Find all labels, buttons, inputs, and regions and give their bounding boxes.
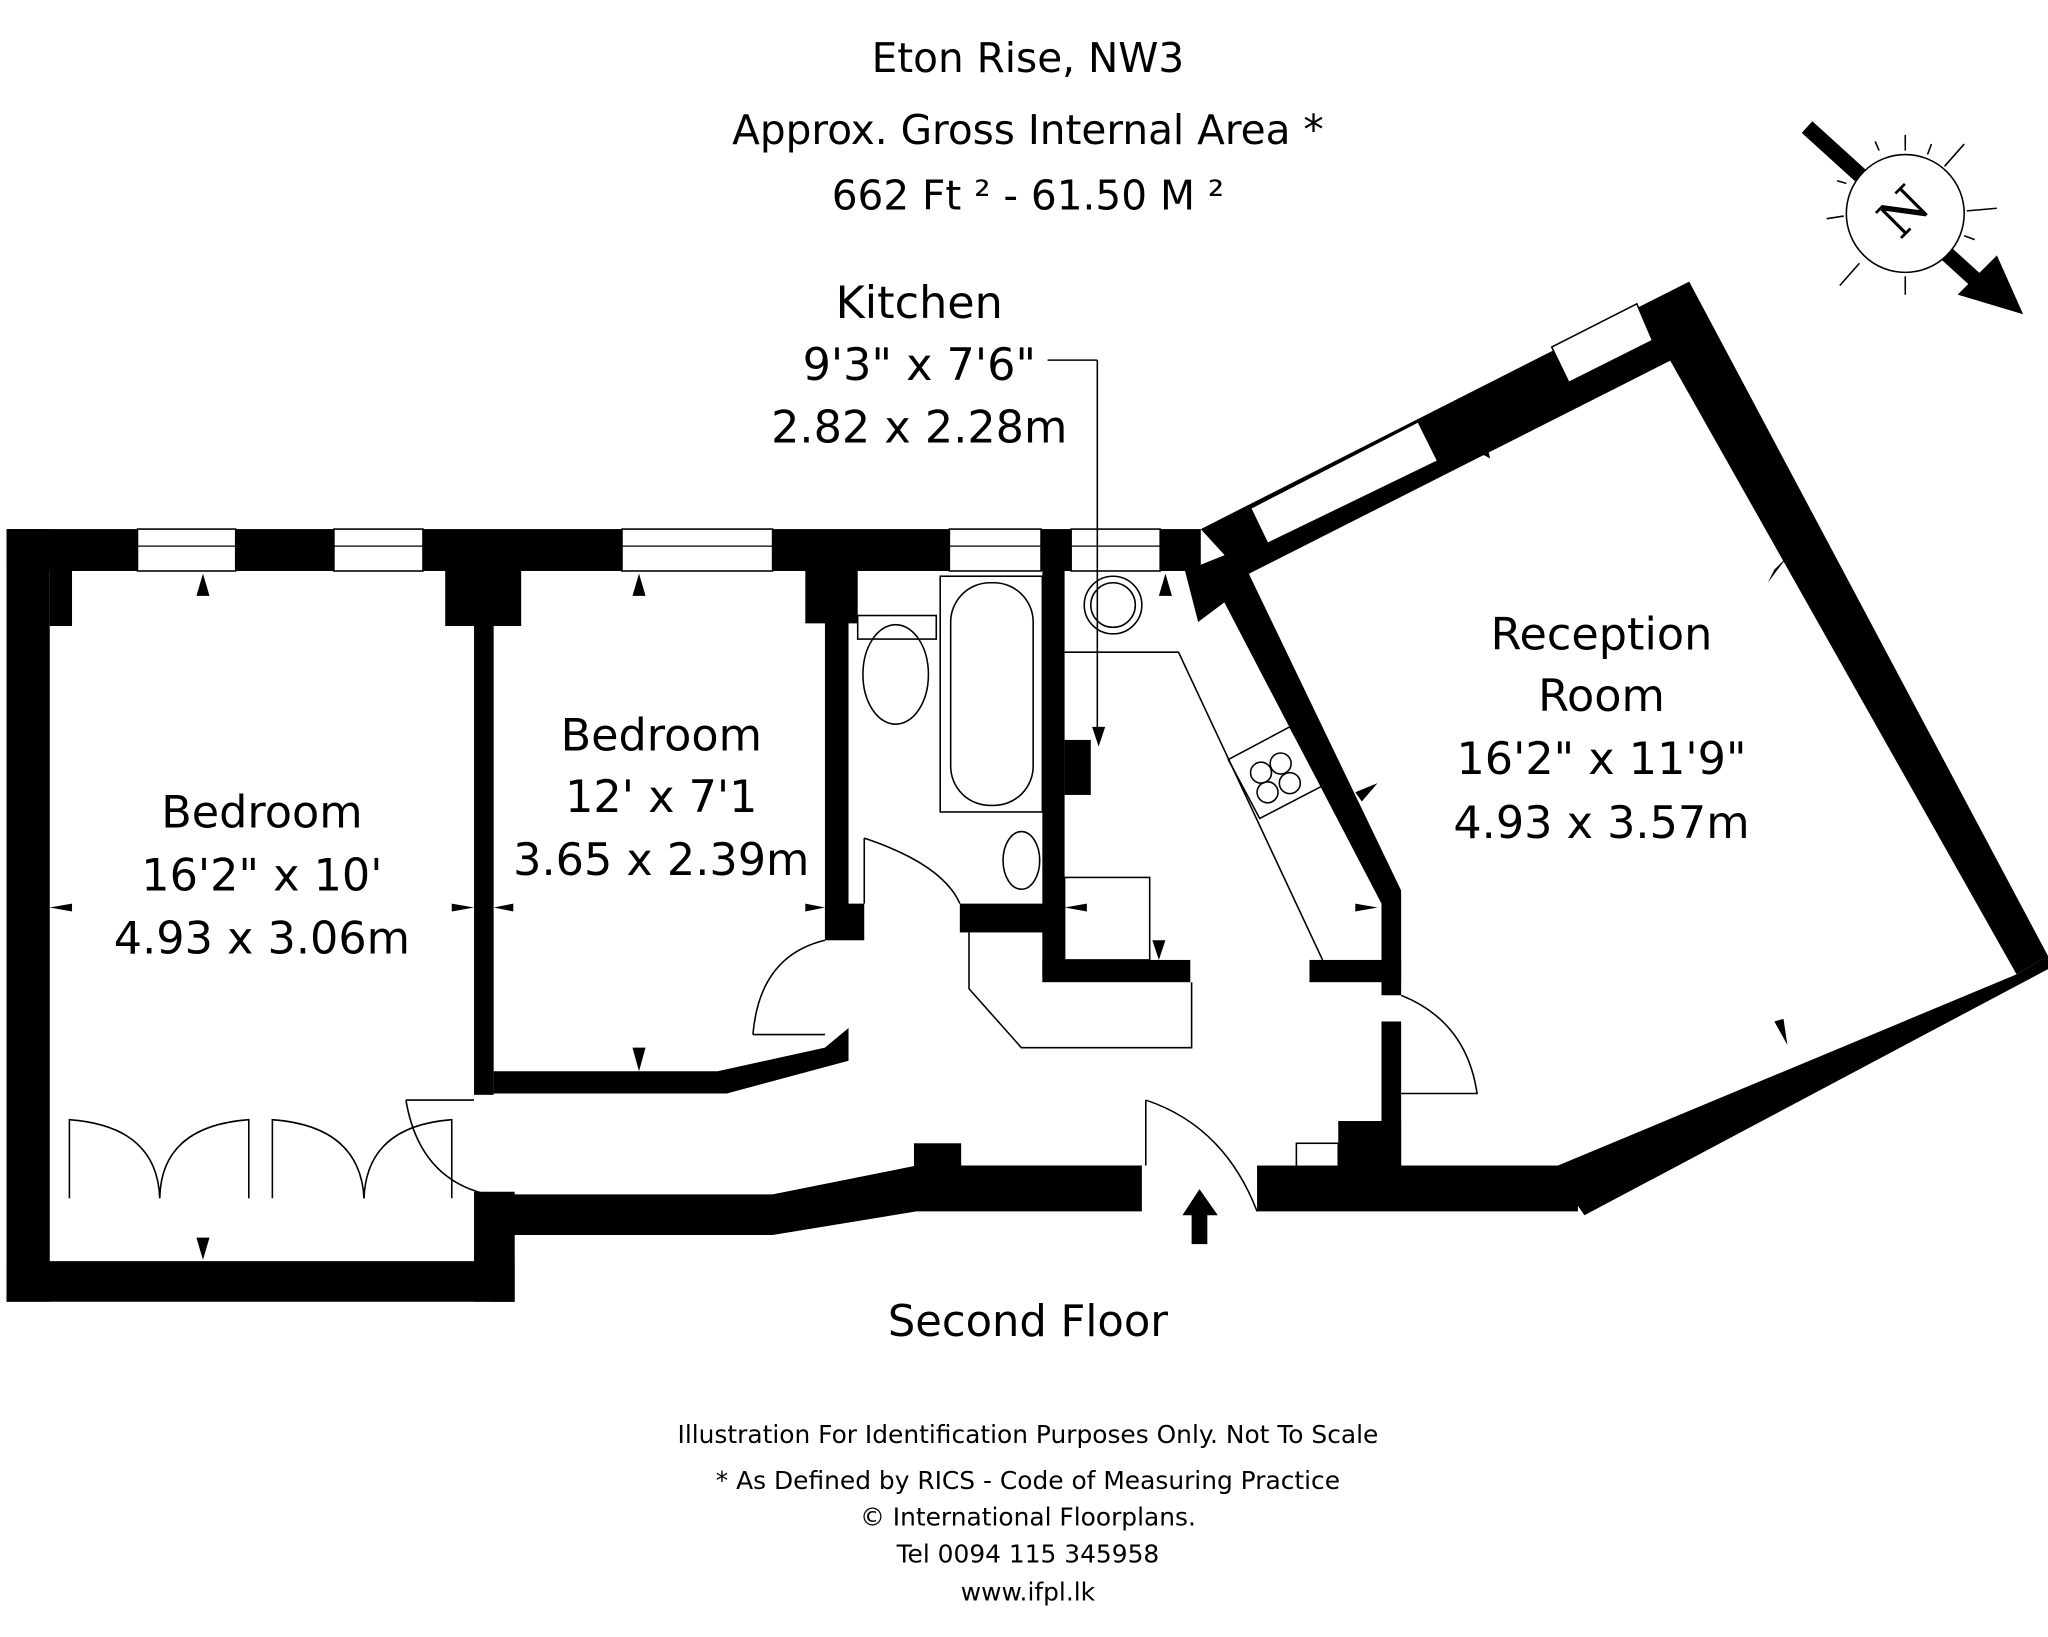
windows — [136, 302, 1654, 572]
room-name: Reception — [1491, 610, 1713, 661]
doors — [68, 837, 1478, 1212]
property-address: Eton Rise, NW3 — [872, 34, 1185, 82]
phone-text: Tel 0094 115 345958 — [896, 1539, 1160, 1568]
room-metric: 2.82 x 2.28m — [771, 403, 1067, 454]
room-name: Room — [1538, 671, 1665, 722]
footer: Illustration For Identification Purposes… — [678, 1420, 1379, 1606]
disclaimer-text: Illustration For Identification Purposes… — [678, 1420, 1379, 1449]
room-reception: Reception Room 16'2" x 11'9" 4.93 x 3.57… — [1453, 610, 1749, 850]
north-compass-icon: N — [1801, 121, 2024, 315]
room-imperial: 16'2" x 11'9" — [1456, 734, 1746, 785]
area-label: Approx. Gross Internal Area * — [732, 106, 1324, 154]
bathtub-icon — [949, 581, 1034, 807]
room-bedroom-1: Bedroom 16'2" x 10' 4.93 x 3.06m — [114, 788, 410, 965]
room-bedroom-2: Bedroom 12' x 7'1 3.65 x 2.39m — [513, 710, 809, 885]
room-name: Bedroom — [561, 710, 762, 761]
room-imperial: 12' x 7'1 — [565, 772, 757, 823]
basin-icon — [1002, 830, 1041, 891]
floor-label: Second Floor — [888, 1297, 1168, 1347]
room-name: Bedroom — [161, 788, 362, 839]
room-metric: 4.93 x 3.57m — [1453, 798, 1749, 849]
room-metric: 4.93 x 3.06m — [114, 913, 410, 964]
room-imperial: 16'2" x 10' — [141, 851, 382, 902]
measurement-markers — [49, 432, 1788, 1260]
sink-icon — [1083, 575, 1143, 635]
copyright-text: © International Floorplans. — [860, 1503, 1196, 1532]
room-name: Kitchen — [836, 278, 1003, 329]
toilet-icon — [862, 623, 930, 725]
rics-note: * As Defined by RICS - Code of Measuring… — [716, 1466, 1340, 1495]
fixtures — [856, 359, 1324, 1049]
website-text: www.ifpl.lk — [961, 1577, 1096, 1606]
area-value: 662 Ft ² - 61.50 M ² — [832, 172, 1224, 220]
room-imperial: 9'3" x 7'6" — [803, 340, 1036, 391]
hob-icon — [1227, 725, 1324, 820]
entrance-arrow-icon — [1182, 1189, 1218, 1245]
room-kitchen: Kitchen 9'3" x 7'6" 2.82 x 2.28m — [771, 278, 1067, 453]
room-metric: 3.65 x 2.39m — [513, 835, 809, 886]
